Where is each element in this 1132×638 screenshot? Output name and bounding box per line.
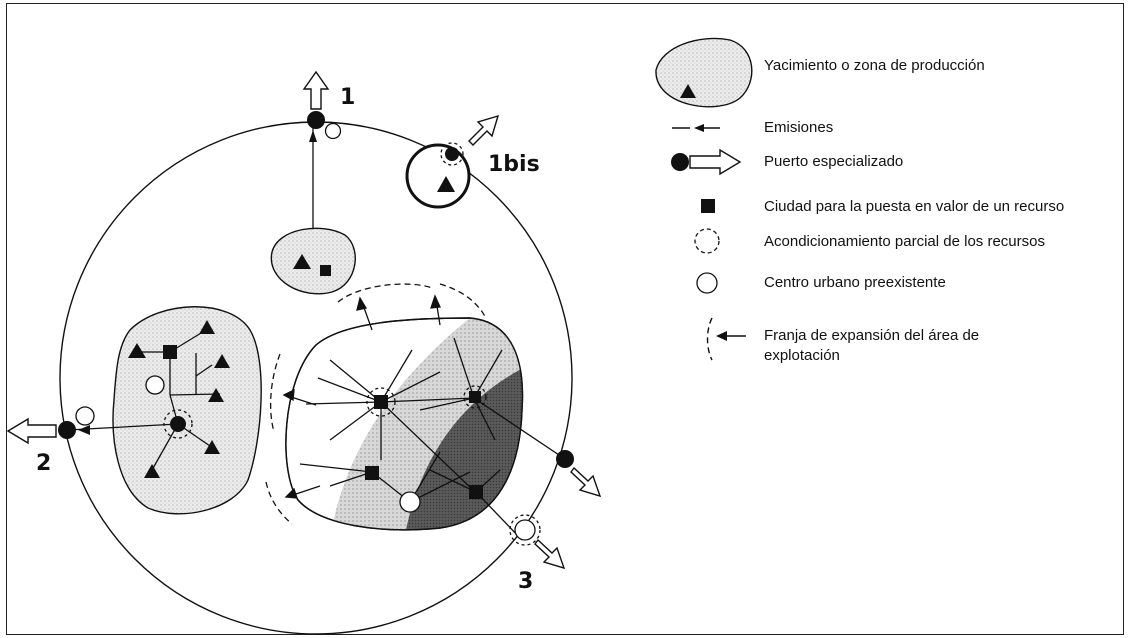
legend-item-city: Ciudad para la puesta en valor de un rec… xyxy=(701,198,1064,215)
arrow-diag-icon xyxy=(570,466,602,498)
urban-center-dot xyxy=(145,375,165,395)
black-square-icon xyxy=(701,199,715,213)
port-east xyxy=(556,450,602,498)
city-square-icon xyxy=(469,391,481,403)
city-square-icon xyxy=(469,485,483,499)
triangle-icon xyxy=(680,84,696,98)
triangle-icon xyxy=(214,354,230,368)
port-3-label: 3 xyxy=(518,569,533,594)
legend-item-emissions: Emisiones xyxy=(672,119,833,136)
port-dot xyxy=(58,421,76,439)
deposit-zone-icon xyxy=(655,37,753,108)
legend-item-port: Puerto especializado xyxy=(671,148,903,176)
legend-item-deposit: Yacimiento o zona de producción xyxy=(655,37,985,108)
deposit-small xyxy=(270,227,356,295)
urban-center-dot xyxy=(399,491,421,513)
port-dot xyxy=(307,111,325,129)
arrow-diag-icon xyxy=(468,114,500,146)
triangle-icon xyxy=(199,320,215,334)
partial-processing-ring xyxy=(509,514,541,546)
urban-center-dot xyxy=(514,519,536,541)
legend-label-line2: explotación xyxy=(764,347,840,364)
port-dot xyxy=(445,147,459,161)
triangle-icon xyxy=(204,440,220,454)
triangle-icon xyxy=(128,343,146,358)
partial-processing-ring xyxy=(463,385,487,409)
arrowhead-icon xyxy=(78,425,90,435)
partial-processing-ring xyxy=(163,409,193,439)
port-3: 3 xyxy=(509,514,566,594)
dashed-arrow-icon xyxy=(672,124,720,132)
dashed-circle-icon xyxy=(694,228,720,254)
partial-processing-ring xyxy=(440,142,464,166)
arrow-left-icon xyxy=(6,417,57,445)
port-1bis: 1bis xyxy=(405,114,540,209)
legend-label: Puerto especializado xyxy=(764,153,903,170)
legend-item-partial: Acondicionamiento parcial de los recurso… xyxy=(694,228,1045,254)
port-2: 2 xyxy=(6,406,95,476)
legend-label: Yacimiento o zona de producción xyxy=(764,57,985,74)
legend-label: Ciudad para la puesta en valor de un rec… xyxy=(764,198,1064,215)
port-1: 1 xyxy=(302,70,355,262)
legend-label: Franja de expansión del área de xyxy=(764,327,979,344)
port-1bis-label: 1bis xyxy=(488,152,540,177)
arrow-up-icon xyxy=(302,70,330,110)
triangle-icon xyxy=(208,388,224,402)
deposit-left xyxy=(67,306,262,515)
legend: Yacimiento o zona de producción Emisione… xyxy=(655,37,1064,364)
urban-center-dot xyxy=(324,122,342,140)
processing-dot xyxy=(170,416,186,432)
port-1-label: 1 xyxy=(340,85,355,110)
urban-center-dot xyxy=(75,406,95,426)
port-arrow-icon xyxy=(671,148,742,176)
deposit-circle xyxy=(405,143,471,209)
legend-item-fringe: Franja de expansión del área de explotac… xyxy=(706,317,979,364)
fringe-arrow-icon xyxy=(706,317,746,361)
arrow-diag-icon xyxy=(534,538,566,570)
city-square-icon xyxy=(374,395,388,409)
port-2-label: 2 xyxy=(36,451,51,476)
city-square-icon xyxy=(320,265,331,276)
port-dot xyxy=(556,450,574,468)
legend-label: Centro urbano preexistente xyxy=(764,274,946,291)
legend-item-urban: Centro urbano preexistente xyxy=(696,272,946,294)
triangle-icon xyxy=(293,254,311,269)
open-circle-icon xyxy=(696,272,718,294)
legend-label: Emisiones xyxy=(764,119,833,136)
partial-processing-ring xyxy=(366,387,396,417)
legend-label: Acondicionamiento parcial de los recurso… xyxy=(764,233,1045,250)
triangle-icon xyxy=(144,464,160,478)
triangle-icon xyxy=(437,176,455,192)
deposit-large xyxy=(265,283,566,541)
arrowhead-icon xyxy=(309,130,317,142)
city-square-icon xyxy=(365,466,379,480)
city-square-icon xyxy=(163,345,177,359)
